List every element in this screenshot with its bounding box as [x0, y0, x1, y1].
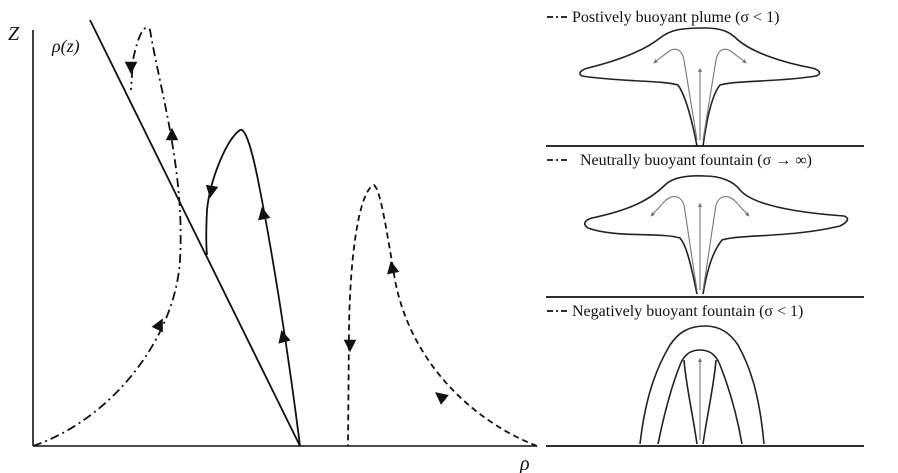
plume-streamline-right — [702, 48, 747, 141]
neutral-arrow-up-2 — [258, 206, 271, 221]
legend-negative: Negatively buoyant fountain (σ < 1) — [547, 303, 803, 320]
neutral-outline — [584, 175, 849, 295]
plume-streamline-left — [653, 48, 698, 141]
legend-label-negative: Negatively buoyant fountain (σ < 1) — [572, 303, 803, 320]
negative-outline — [639, 325, 765, 445]
ambient-density-line — [89, 19, 301, 447]
neutral-streamline-right — [702, 196, 750, 291]
negative-arrow-1 — [435, 392, 449, 405]
legend-label-plume: Postively buoyant plume (σ < 1) — [572, 9, 779, 26]
negative-inner-outline — [657, 349, 743, 445]
neutral-arrow-up-1 — [278, 329, 291, 344]
fountain-neutral-curve — [205, 129, 301, 447]
legend-neutral: Neutrally buoyant fountain (σ → ∞) — [547, 152, 812, 169]
plume-schematic — [546, 27, 864, 147]
ambient-profile-label: ρ(z) — [51, 36, 80, 57]
negative-jet-left — [683, 359, 698, 445]
negative-jet-right — [702, 359, 717, 445]
neutral-fountain-schematic — [546, 175, 864, 298]
neutral-streamline-left — [650, 196, 698, 291]
negative-arrow-2 — [387, 260, 400, 275]
z-axis-label: Z — [8, 23, 20, 45]
negative-fountain-schematic — [546, 325, 864, 447]
plume-arrow-up-1 — [151, 318, 163, 333]
fountain-negative-curve — [347, 183, 538, 447]
plume-curve — [32, 26, 182, 447]
rho-axis-label: ρ — [519, 453, 530, 473]
density-profile-plot: Z ρ ρ(z) — [8, 19, 538, 473]
legend-plume: Postively buoyant plume (σ < 1) — [547, 9, 779, 26]
legend-label-neutral: Neutrally buoyant fountain (σ → ∞) — [580, 152, 812, 169]
plume-outline — [579, 27, 821, 147]
neutral-arrow-down — [205, 184, 219, 199]
